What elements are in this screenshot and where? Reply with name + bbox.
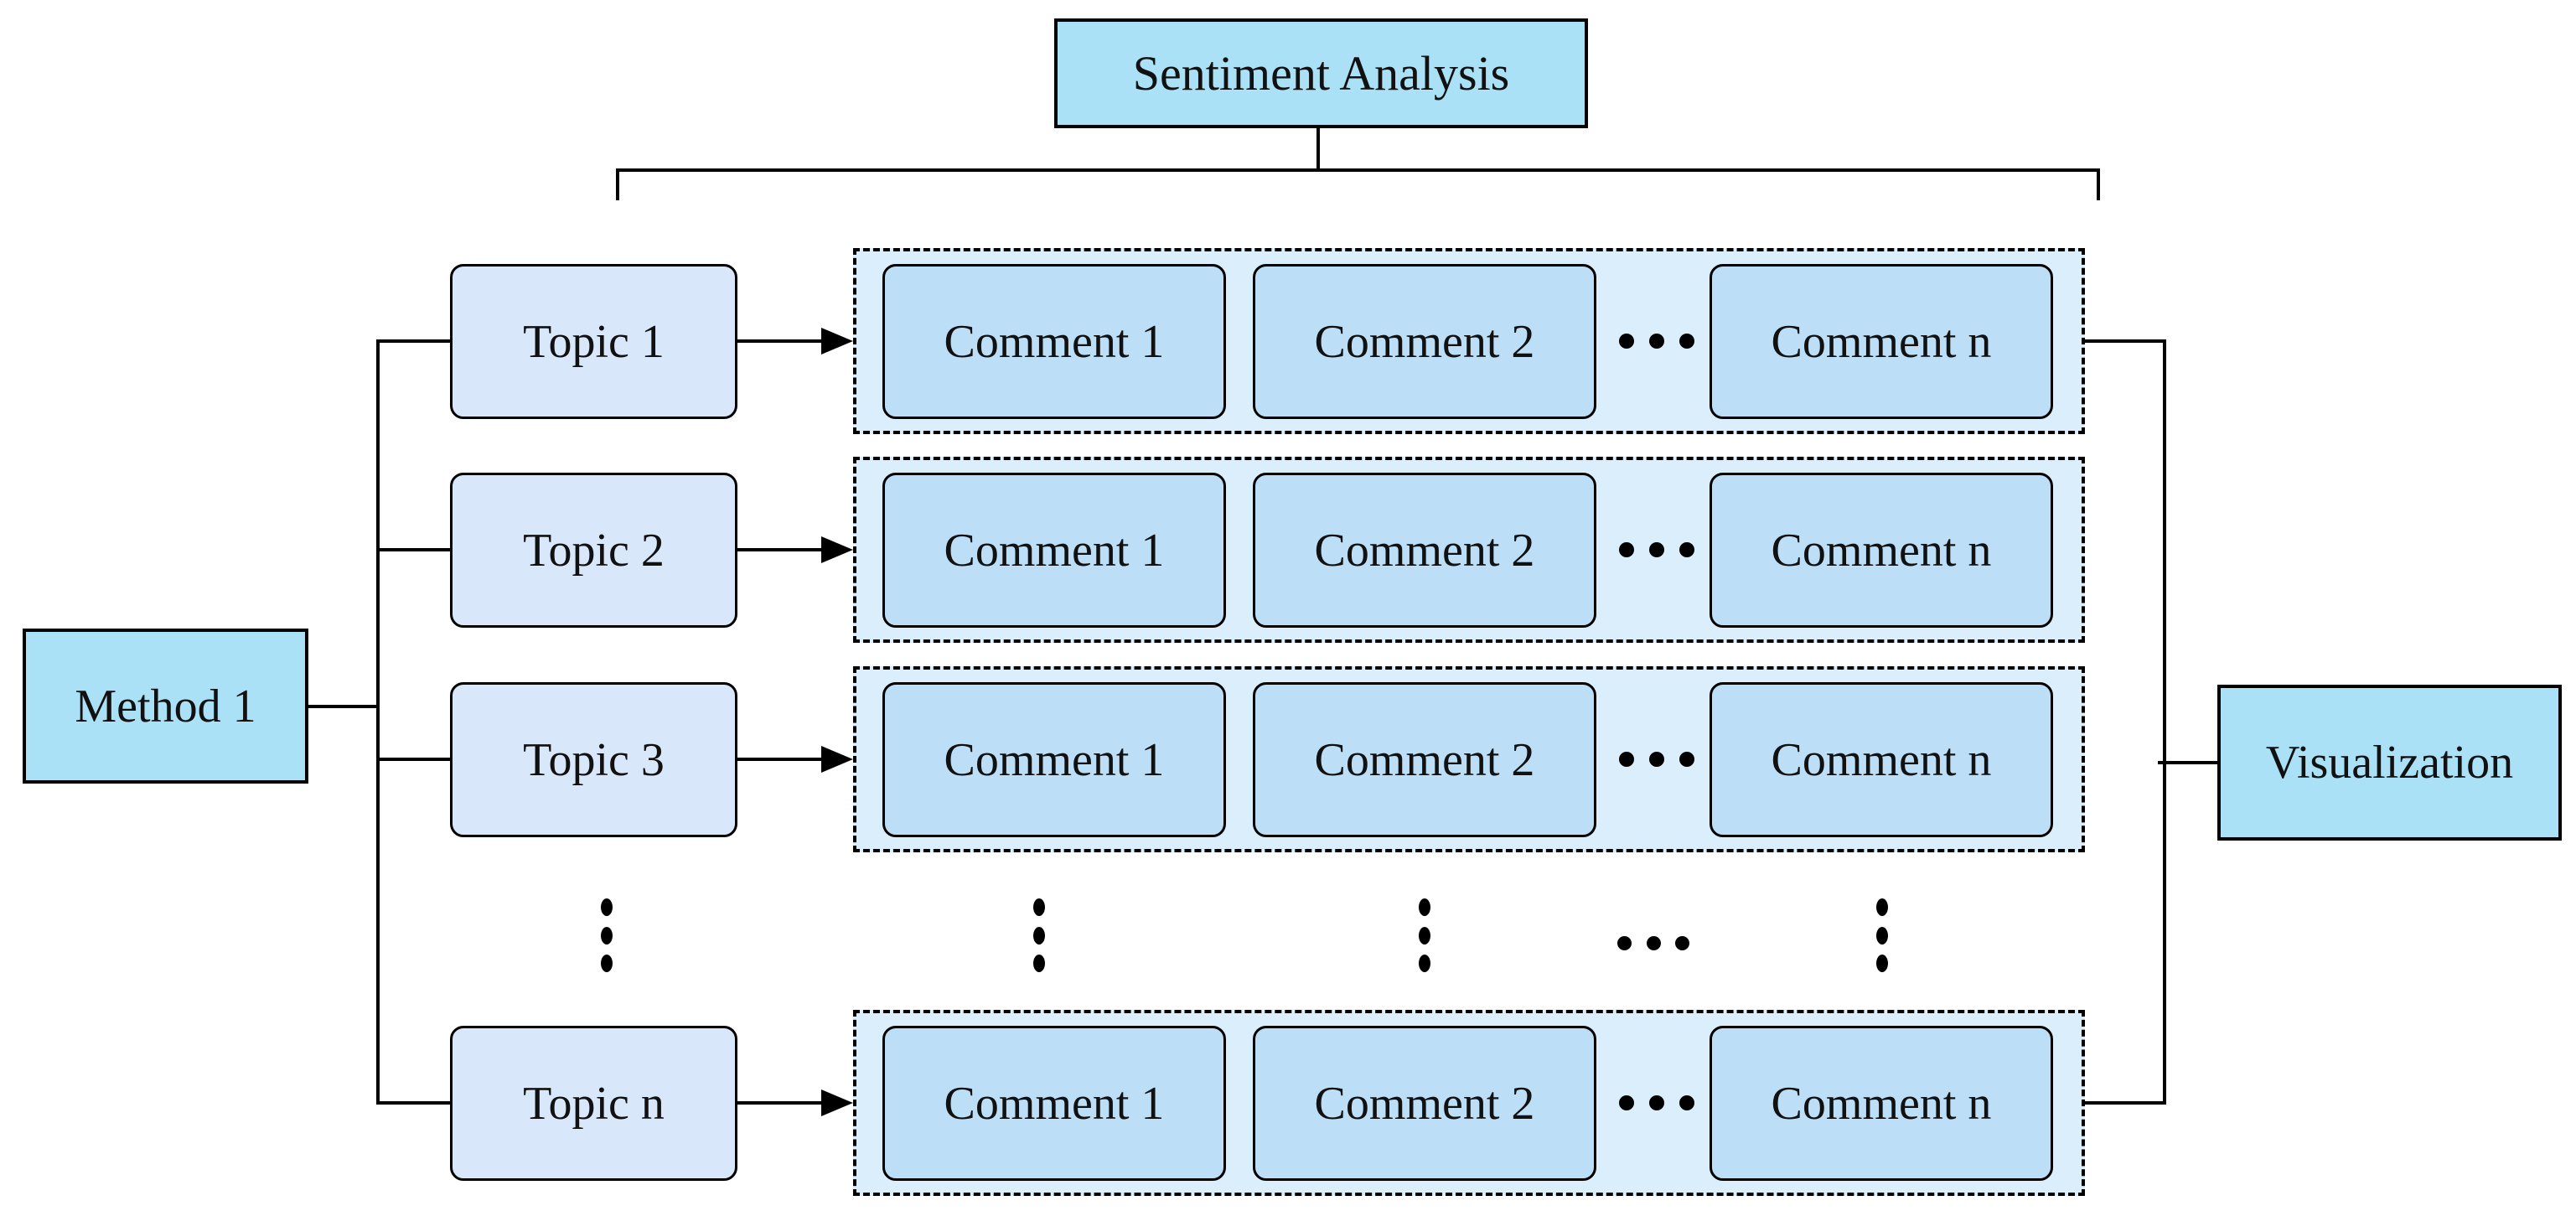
comment-box: Comment 1 bbox=[882, 1026, 1226, 1181]
comment-box: Comment 2 bbox=[1253, 264, 1596, 419]
method-label: Method 1 bbox=[75, 680, 256, 732]
connector-top-bracket bbox=[616, 168, 2100, 172]
arrow-topic-n-to-comments bbox=[737, 1101, 825, 1105]
arrowhead-icon bbox=[821, 536, 853, 563]
vertical-ellipsis-icon bbox=[1033, 898, 1045, 972]
horizontal-ellipsis-icon bbox=[1619, 1095, 1694, 1110]
comment-label: Comment n bbox=[1771, 315, 1992, 368]
comment-label: Comment 2 bbox=[1314, 315, 1535, 368]
comment-label: Comment n bbox=[1771, 524, 1992, 577]
comment-row-topic-3: Comment 1 Comment 2 Comment n bbox=[853, 666, 2085, 852]
connector-topic-3-stub bbox=[376, 758, 450, 761]
comment-box: Comment n bbox=[1710, 682, 2053, 837]
arrowhead-icon bbox=[821, 1089, 853, 1116]
topic-1-label: Topic 1 bbox=[523, 315, 665, 368]
connector-topic-1-stub bbox=[376, 339, 450, 343]
comment-box: Comment n bbox=[1710, 264, 2053, 419]
connector-visualization-stub bbox=[2158, 761, 2217, 764]
comment-label: Comment n bbox=[1771, 1077, 1992, 1130]
comment-box: Comment n bbox=[1710, 473, 2053, 628]
sentiment-analysis-box: Sentiment Analysis bbox=[1054, 18, 1588, 128]
connector-top-bracket-left-tick bbox=[616, 168, 619, 200]
arrowhead-icon bbox=[821, 328, 853, 355]
connector-row-n-to-right-bracket bbox=[2085, 1101, 2166, 1105]
connector-topic-2-stub bbox=[376, 548, 450, 551]
arrow-topic-2-to-comments bbox=[737, 548, 825, 551]
comment-box: Comment 1 bbox=[882, 264, 1226, 419]
comment-label: Comment 1 bbox=[944, 1077, 1165, 1130]
vertical-ellipsis-icon bbox=[1419, 898, 1430, 972]
connector-top-bracket-right-tick bbox=[2097, 168, 2100, 200]
connector-right-bracket-vertical bbox=[2163, 339, 2166, 1105]
topic-n-label: Topic n bbox=[523, 1077, 665, 1130]
topic-3-label: Topic 3 bbox=[523, 733, 665, 786]
comment-label: Comment 1 bbox=[944, 524, 1165, 577]
comment-box: Comment 2 bbox=[1253, 682, 1596, 837]
connector-topic-branch-vertical bbox=[376, 339, 380, 1105]
comment-row-topic-n: Comment 1 Comment 2 Comment n bbox=[853, 1010, 2085, 1196]
comment-row-topic-1: Comment 1 Comment 2 Comment n bbox=[853, 248, 2085, 434]
connector-topic-n-stub bbox=[376, 1101, 450, 1105]
connector-row-1-to-right-bracket bbox=[2085, 339, 2166, 343]
comment-box: Comment n bbox=[1710, 1026, 2053, 1181]
method-box: Method 1 bbox=[23, 629, 308, 784]
comment-label: Comment 1 bbox=[944, 733, 1165, 786]
topic-2-box: Topic 2 bbox=[450, 473, 737, 628]
visualization-label: Visualization bbox=[2265, 737, 2514, 789]
arrow-topic-3-to-comments bbox=[737, 758, 825, 761]
comment-label: Comment 1 bbox=[944, 315, 1165, 368]
horizontal-ellipsis-icon bbox=[1619, 752, 1694, 767]
visualization-box: Visualization bbox=[2217, 685, 2562, 841]
topic-n-box: Topic n bbox=[450, 1026, 737, 1181]
comment-box: Comment 2 bbox=[1253, 473, 1596, 628]
comment-label: Comment n bbox=[1771, 733, 1992, 786]
comment-row-topic-2: Comment 1 Comment 2 Comment n bbox=[853, 457, 2085, 643]
vertical-ellipsis-icon bbox=[1876, 898, 1888, 972]
comment-box: Comment 2 bbox=[1253, 1026, 1596, 1181]
topic-1-box: Topic 1 bbox=[450, 264, 737, 419]
comment-label: Comment 2 bbox=[1314, 733, 1535, 786]
horizontal-ellipsis-icon bbox=[1619, 542, 1694, 557]
arrowhead-icon bbox=[821, 746, 853, 773]
arrow-topic-1-to-comments bbox=[737, 339, 825, 343]
comment-label: Comment 2 bbox=[1314, 1077, 1535, 1130]
sentiment-analysis-label: Sentiment Analysis bbox=[1132, 46, 1510, 101]
topic-2-label: Topic 2 bbox=[523, 524, 665, 577]
topic-3-box: Topic 3 bbox=[450, 682, 737, 837]
comment-box: Comment 1 bbox=[882, 473, 1226, 628]
comment-label: Comment 2 bbox=[1314, 524, 1535, 577]
comment-box: Comment 1 bbox=[882, 682, 1226, 837]
connector-sentiment-vertical bbox=[1316, 128, 1320, 170]
connector-method-stub bbox=[308, 705, 380, 708]
vertical-ellipsis-icon bbox=[601, 898, 613, 972]
horizontal-ellipsis-icon bbox=[1617, 936, 1689, 950]
horizontal-ellipsis-icon bbox=[1619, 334, 1694, 349]
